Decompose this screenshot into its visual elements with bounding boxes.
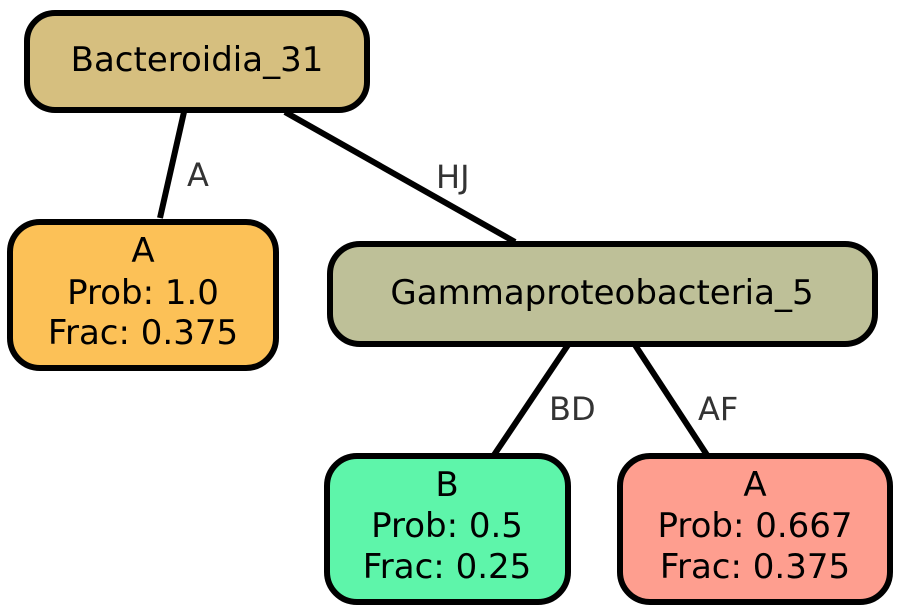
node-prob: Prob: 0.5 (371, 506, 523, 546)
node-frac: Frac: 0.375 (660, 547, 850, 587)
node-box (324, 453, 571, 605)
edge-root-to-gamma: HJ (283, 109, 517, 245)
node-label: Gammaproteobacteria_5 (390, 273, 813, 313)
node-label: Bacteroidia_31 (71, 40, 324, 80)
edge-root-to-a1: A (157, 111, 209, 219)
node-box (24, 10, 370, 113)
node-leaf-a-right: A Prob: 0.667 Frac: 0.375 (617, 453, 893, 605)
node-bacteroidia: Bacteroidia_31 (24, 10, 370, 113)
node-box (7, 219, 279, 371)
node-prob: Prob: 1.0 (67, 273, 219, 313)
node-box (327, 241, 878, 347)
edge-label-hj: HJ (436, 158, 470, 196)
node-label: B (435, 465, 458, 505)
node-prob: Prob: 0.667 (657, 506, 852, 546)
node-frac: Frac: 0.375 (48, 313, 238, 353)
edge-label-bd: BD (549, 390, 596, 428)
node-box (617, 453, 893, 605)
edge-label-a: A (187, 156, 209, 194)
node-frac: Frac: 0.25 (363, 547, 532, 587)
node-gammaproteobacteria: Gammaproteobacteria_5 (327, 241, 878, 347)
node-leaf-b: B Prob: 0.5 Frac: 0.25 (324, 453, 571, 605)
edge-gamma-to-b: BD (491, 343, 596, 457)
edge-label-af: AF (698, 390, 738, 428)
node-label: A (131, 231, 154, 271)
node-label: A (743, 465, 766, 505)
edge-gamma-to-a2: AF (632, 343, 738, 457)
node-leaf-a-left: A Prob: 1.0 Frac: 0.375 (7, 219, 279, 371)
